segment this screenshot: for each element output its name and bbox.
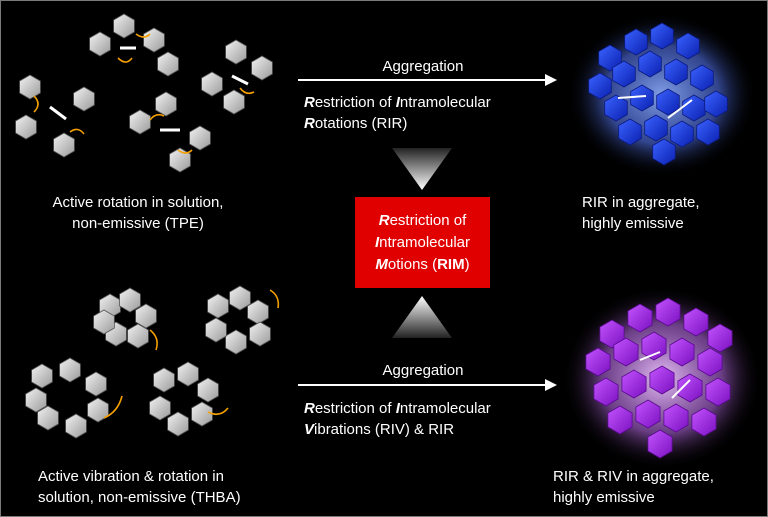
purple-aggregate-icon bbox=[562, 286, 762, 470]
thba-caption: Active vibration & rotation in solution,… bbox=[38, 466, 298, 508]
aggregation-arrow-top bbox=[298, 74, 557, 86]
rir-caption-line2: highly emissive bbox=[582, 215, 684, 232]
restriction-bottom-line2: Vibrations (RIV) & RIR bbox=[304, 421, 455, 438]
thba-caption-line1: Active vibration & rotation in bbox=[38, 468, 224, 485]
aggregation-label-bottom: Aggregation bbox=[382, 362, 464, 379]
tpe-molecule-icon bbox=[15, 13, 273, 173]
vibration-arrow-icon bbox=[103, 289, 280, 419]
aggregation-arrow-bottom bbox=[298, 379, 557, 391]
down-triangle-arrow bbox=[392, 148, 452, 190]
thba-molecule-icon bbox=[25, 285, 271, 439]
thba-caption-line2: solution, non-emissive (THBA) bbox=[38, 489, 241, 506]
tpe-caption-line1: Active rotation in solution, bbox=[52, 194, 224, 211]
rim-line3: Motions (RIM) bbox=[375, 255, 470, 273]
riv-caption-line2: highly emissive bbox=[553, 489, 655, 506]
rir-aggregate-caption: RIR in aggregate, highly emissive bbox=[582, 192, 762, 234]
rotation-arrow-icon bbox=[33, 33, 255, 154]
up-triangle-arrow bbox=[392, 296, 452, 338]
blue-aggregate-icon bbox=[567, 13, 757, 177]
restriction-top-line2: Rotations (RIR) bbox=[304, 115, 408, 132]
restriction-bottom-line1: Restriction of Intramolecular bbox=[304, 400, 491, 417]
restriction-text-bottom: Restriction of Intramolecular Vibrations… bbox=[304, 398, 564, 440]
aggregation-label-top: Aggregation bbox=[382, 58, 464, 75]
riv-aggregate-caption: RIR & RIV in aggregate, highly emissive bbox=[553, 466, 763, 508]
rim-box: Restriction of Intramolecular Motions (R… bbox=[355, 197, 490, 288]
riv-caption-line1: RIR & RIV in aggregate, bbox=[553, 468, 714, 485]
rim-line1: Restriction of bbox=[378, 211, 467, 229]
tpe-caption: Active rotation in solution, non-emissiv… bbox=[18, 192, 258, 234]
restriction-text-top: Restriction of Intramolecular Rotations … bbox=[304, 92, 564, 134]
tpe-caption-line2: non-emissive (TPE) bbox=[72, 215, 204, 232]
restriction-top-line1: Restriction of Intramolecular bbox=[304, 94, 491, 111]
rir-caption-line1: RIR in aggregate, bbox=[582, 194, 700, 211]
rim-line2: Intramolecular bbox=[374, 233, 471, 251]
